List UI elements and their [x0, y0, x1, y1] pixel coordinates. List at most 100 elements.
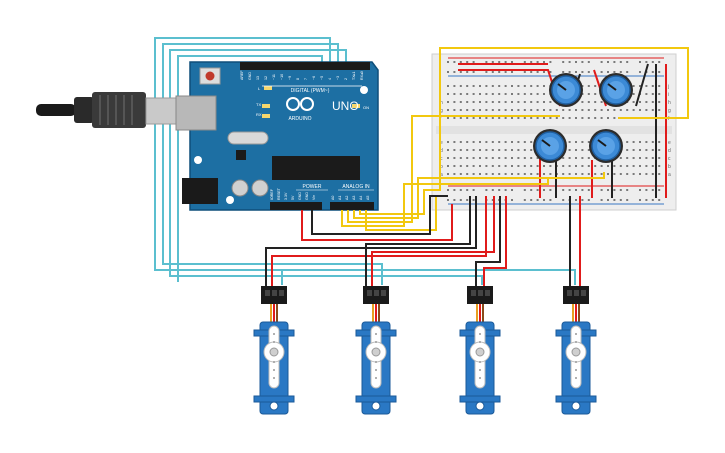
digital-pin-label: 13 — [256, 76, 260, 80]
row-letter: d — [440, 148, 443, 154]
board-power-wires — [301, 195, 453, 241]
digital-pin-label: ~9 — [288, 76, 292, 80]
digital-pin-label: TX▸1 — [352, 72, 356, 80]
rx-label: RX — [256, 112, 262, 117]
tx-led — [262, 104, 270, 108]
signal-wire-a0 — [341, 178, 549, 227]
digital-pin-label: AREF — [240, 70, 244, 80]
digital-pin-label: RX◂0 — [360, 71, 364, 80]
digital-pin-label: 4 — [328, 78, 332, 80]
digital-pin-label: ~5 — [320, 76, 324, 80]
yellow-wires — [341, 47, 689, 231]
reset-button-cap[interactable] — [205, 71, 215, 81]
cyan-wires — [154, 37, 576, 285]
potentiometer[interactable] — [533, 129, 567, 163]
row-letter: i — [668, 92, 669, 98]
power-pin-label: GND — [298, 192, 302, 200]
row-letter: c — [440, 156, 443, 162]
cyan-wire-2 — [162, 43, 383, 285]
analog-pin-label: A2 — [345, 196, 349, 200]
row-letter: a — [440, 172, 443, 178]
row-letter: g — [668, 108, 671, 114]
analog-header — [330, 202, 374, 210]
power-pin-label: GND — [305, 192, 309, 200]
digital-pin-label: ~6 — [312, 76, 316, 80]
power-pin-label: RESET — [277, 187, 281, 200]
servo-wires — [265, 196, 581, 286]
usb-cable-end — [36, 104, 76, 116]
signal-wire-extra — [365, 196, 437, 231]
small-chip — [236, 150, 246, 160]
row-letter: a — [668, 172, 671, 178]
usb-plug-grip — [74, 97, 94, 123]
row-letter: h — [668, 100, 671, 106]
power-jack — [182, 178, 218, 204]
signal-wire-a1 — [347, 115, 560, 223]
digital-pin-label: 2 — [344, 78, 348, 80]
digital-header — [240, 62, 370, 70]
row-letter: b — [668, 164, 671, 170]
board-brand-label: ARDUINO — [288, 116, 311, 122]
crystal — [227, 131, 269, 145]
signal-wire-a2 — [353, 172, 605, 219]
row-letter: c — [668, 156, 671, 162]
board-model-label: UNO — [332, 99, 359, 113]
on-label: ON — [363, 105, 369, 110]
potentiometer[interactable] — [549, 73, 583, 107]
analog-pin-label: A4 — [359, 196, 363, 200]
digital-pin-label: GND — [248, 72, 252, 80]
row-letter: h — [440, 100, 443, 106]
cyan-wire-4 — [177, 55, 576, 285]
potentiometer[interactable] — [599, 73, 633, 107]
tx-label: TX — [256, 102, 261, 107]
row-letter: b — [440, 164, 443, 170]
signal-wire-a3 — [359, 47, 689, 215]
servo-motor[interactable] — [253, 286, 295, 415]
digital-pin-label: ~10 — [280, 74, 284, 80]
servo-motor[interactable] — [355, 286, 397, 415]
power-label: POWER — [303, 184, 322, 190]
digital-pin-label: 7 — [304, 78, 308, 80]
row-letter: e — [440, 140, 443, 146]
row-letter: d — [668, 148, 671, 154]
analog-pin-label: A5 — [366, 196, 370, 200]
analog-label: ANALOG IN — [342, 184, 370, 190]
cyan-wire-1 — [154, 37, 331, 285]
servos — [253, 286, 597, 415]
servo-motor[interactable] — [555, 286, 597, 415]
cyan-wire-3 — [169, 49, 483, 285]
arduino-logo — [286, 97, 314, 111]
digital-label: DIGITAL (PWM~) — [291, 88, 330, 94]
on-led — [352, 104, 360, 108]
power-pin-label: 3.3V — [284, 192, 288, 200]
rx-led — [262, 114, 270, 118]
digital-pin-label: ~3 — [336, 76, 340, 80]
row-letter: g — [440, 108, 443, 114]
mount-hole — [360, 86, 368, 94]
row-letter: j — [667, 84, 669, 90]
power-pin-label: 5V — [291, 195, 295, 200]
digital-pin-label: 8 — [296, 78, 300, 80]
usb-cable — [36, 92, 197, 128]
l-label: L — [258, 86, 261, 91]
l-led — [264, 86, 272, 90]
analog-pin-label: A0 — [331, 196, 335, 200]
potentiometer[interactable] — [589, 129, 623, 163]
usb-jack — [175, 95, 217, 131]
power-pin-label: Vin — [312, 195, 316, 200]
servo-motor[interactable] — [459, 286, 501, 415]
potentiometers — [533, 73, 633, 163]
arduino-board: DIGITAL (PWM~) UNO ARDUINO TX RX L ON PO… — [175, 61, 379, 211]
digital-pin-label: ~11 — [272, 74, 276, 80]
capacitor — [231, 179, 249, 197]
mount-hole — [194, 156, 202, 164]
analog-pin-label: A3 — [352, 196, 356, 200]
power-pin-label: IOREF — [270, 188, 274, 200]
capacitor — [251, 179, 269, 197]
atmega-chip — [272, 156, 360, 180]
row-letter: e — [668, 140, 671, 146]
